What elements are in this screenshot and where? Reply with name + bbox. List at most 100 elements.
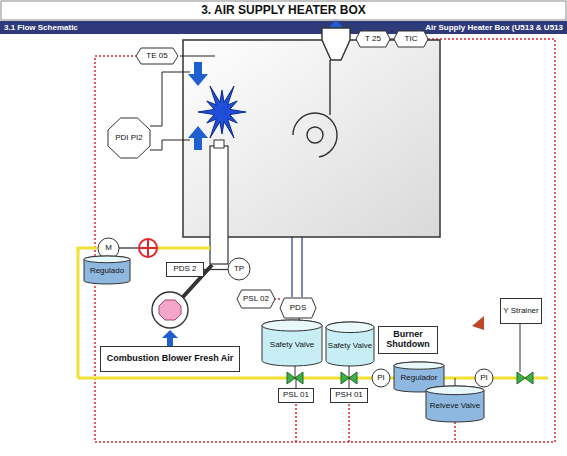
valve-stems [349,378,350,388]
flow-arrows [162,330,178,346]
valve-stems [349,365,350,378]
node-outline [280,298,316,318]
node-text: PI [480,374,488,383]
node-text: PSL 01 [283,391,309,400]
node-text: Regulador [401,374,438,383]
node-text: Safety Valve [270,341,314,350]
flow-arrows [188,62,208,86]
node-outline [84,256,130,263]
node-text: Combustion Blower Fresh Air [107,354,234,364]
combustion-blower [152,292,188,328]
node-outline [372,369,390,387]
node-text: Regulado [90,267,124,276]
vessel-cylinder: Safety Valve [326,322,374,366]
node-text: TE 05 [146,52,167,61]
node-text: PI [377,374,385,383]
node-text: PSL 02 [243,295,269,304]
node-text: Burner Shutdown [379,330,437,350]
burner-tube [210,146,228,264]
vessel-cylinder: Relveve Valve [426,386,484,422]
te-probe [180,55,215,56]
gate-valve [287,372,533,384]
valve-stems [295,365,296,378]
valve-stems [296,378,297,388]
node-outline [228,258,250,280]
valve-stems [520,322,521,372]
te-probe [180,56,215,57]
instrument-tag: T 25 [356,31,390,47]
fuel-pipe [78,248,548,378]
node-text: PDS 2 [173,265,196,274]
pdi-taps [150,72,190,150]
flow-arrows [162,20,345,346]
page-title: 3. AIR SUPPLY HEATER BOX [0,3,567,17]
signal-line [204,269,228,270]
control-valve [147,239,149,257]
subtitle-bar [0,21,567,34]
section-label: 3.1 Flow Schematic [4,23,78,32]
label-box: PDS 2 [166,262,204,277]
node-text: M [105,244,112,253]
combustion-blower [159,300,181,320]
node-text: TIC [405,35,418,44]
valve-stems [295,322,520,388]
vessel-cylinder: Regulado [84,256,130,284]
fan-scroll [307,127,323,143]
fan-scroll [322,28,350,60]
node-outline [394,31,428,47]
node-outline [475,369,493,387]
title-frame [1,1,566,20]
node-text: TP [234,265,244,274]
node-text: Safety Valve [328,342,372,351]
fan-scroll [293,60,337,157]
node-outline [136,48,178,64]
label-box: PSL 01 [278,388,314,403]
motor-link [119,247,138,248]
burner-flame [198,86,246,138]
instrument-circle: PI [475,369,493,387]
fan-scroll [293,28,350,157]
instrument-tag: PDI PI2 [108,118,150,158]
node-text: PDS [290,304,306,313]
vessel-cylinder: Safety Valve [262,320,322,366]
signal-loop [348,404,350,442]
title-frame [1,1,566,20]
label-box: Combustion Blower Fresh Air [100,346,240,372]
instrument-circle: PI [372,369,390,387]
pdi-taps [150,72,190,126]
burner-tube [210,140,228,264]
gate-valve [517,372,533,384]
node-text: PSH 01 [335,391,363,400]
signal-line [390,38,394,39]
node-text: PDI PI2 [115,134,143,143]
instrument-tag: TE 05 [136,48,178,64]
flow-arrows [188,126,208,150]
signal-loop [295,404,297,442]
control-valve [139,239,157,257]
node-outline [262,320,322,366]
instrument-tag: PDS [280,298,316,318]
control-valve [139,239,157,257]
subtitle-bar [0,21,567,34]
signal-loop [454,422,456,442]
fuel-pipe [158,247,210,250]
instrument-tag: PSL 02 [237,290,275,308]
burner-tube [214,140,224,148]
pdi-taps [150,140,190,150]
burner-flame [198,86,246,138]
signal-loop [95,39,555,442]
node-outline [426,386,484,395]
instrument-circle: TP [228,258,250,280]
section-label: Air Supply Heater Box (U513 & U513 [425,23,563,32]
valve-stems [455,378,456,386]
node-outline [426,386,484,422]
node-text: Relveve Valve [430,402,481,411]
label-box: Y Strainer [500,298,541,324]
label-box: Burner Shutdown [378,326,438,354]
node-outline [262,320,322,331]
strainer-marker [472,316,484,330]
node-outline [394,362,444,369]
node-outline [108,118,150,158]
node-outline [84,256,130,284]
node-outline [237,290,275,308]
